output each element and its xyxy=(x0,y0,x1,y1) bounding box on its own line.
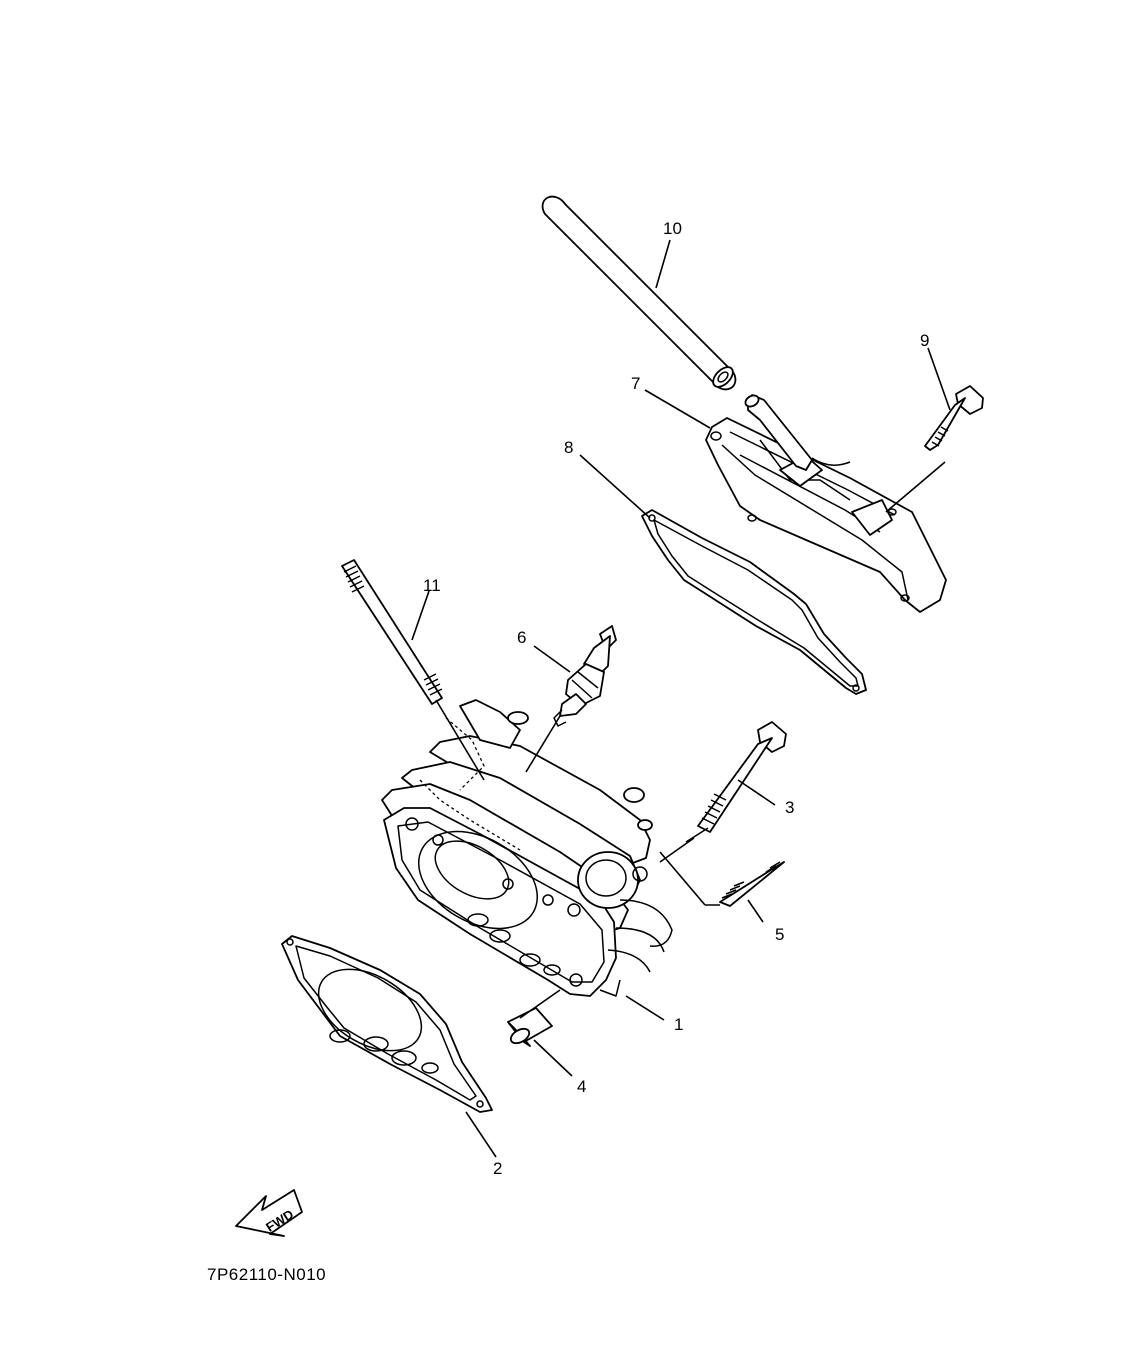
callout-7: 7 xyxy=(631,374,640,393)
part-6-spark-plug[interactable] xyxy=(553,625,617,727)
part-2-head-gasket[interactable] xyxy=(281,935,493,1113)
fwd-arrow-icon: FWD xyxy=(235,1189,303,1237)
diagram-code: 7P62110-N010 xyxy=(207,1265,327,1284)
callout-3: 3 xyxy=(785,798,794,817)
callout-6: 6 xyxy=(517,628,526,647)
part-10-hose[interactable] xyxy=(541,195,737,391)
callout-8: 8 xyxy=(564,438,573,457)
part-11-stud[interactable] xyxy=(341,559,443,705)
callout-4: 4 xyxy=(577,1077,586,1096)
part-3-bolt[interactable] xyxy=(697,721,787,833)
part-5-stud[interactable] xyxy=(719,861,785,907)
part-9-bolt[interactable] xyxy=(924,385,984,451)
callout-10: 10 xyxy=(663,219,682,238)
callout-2: 2 xyxy=(493,1159,502,1178)
callout-5: 5 xyxy=(775,925,784,944)
callout-11: 11 xyxy=(423,576,441,595)
part-4-dowel[interactable] xyxy=(507,1007,553,1047)
callout-9: 9 xyxy=(920,331,929,350)
part-7-cover[interactable] xyxy=(705,393,947,613)
part-1-cylinder-head[interactable] xyxy=(381,699,673,997)
leader-lines xyxy=(411,239,951,1158)
callout-1: 1 xyxy=(674,1015,683,1034)
callout-labels: 10 9 7 8 11 6 3 5 1 4 2 xyxy=(423,219,929,1178)
